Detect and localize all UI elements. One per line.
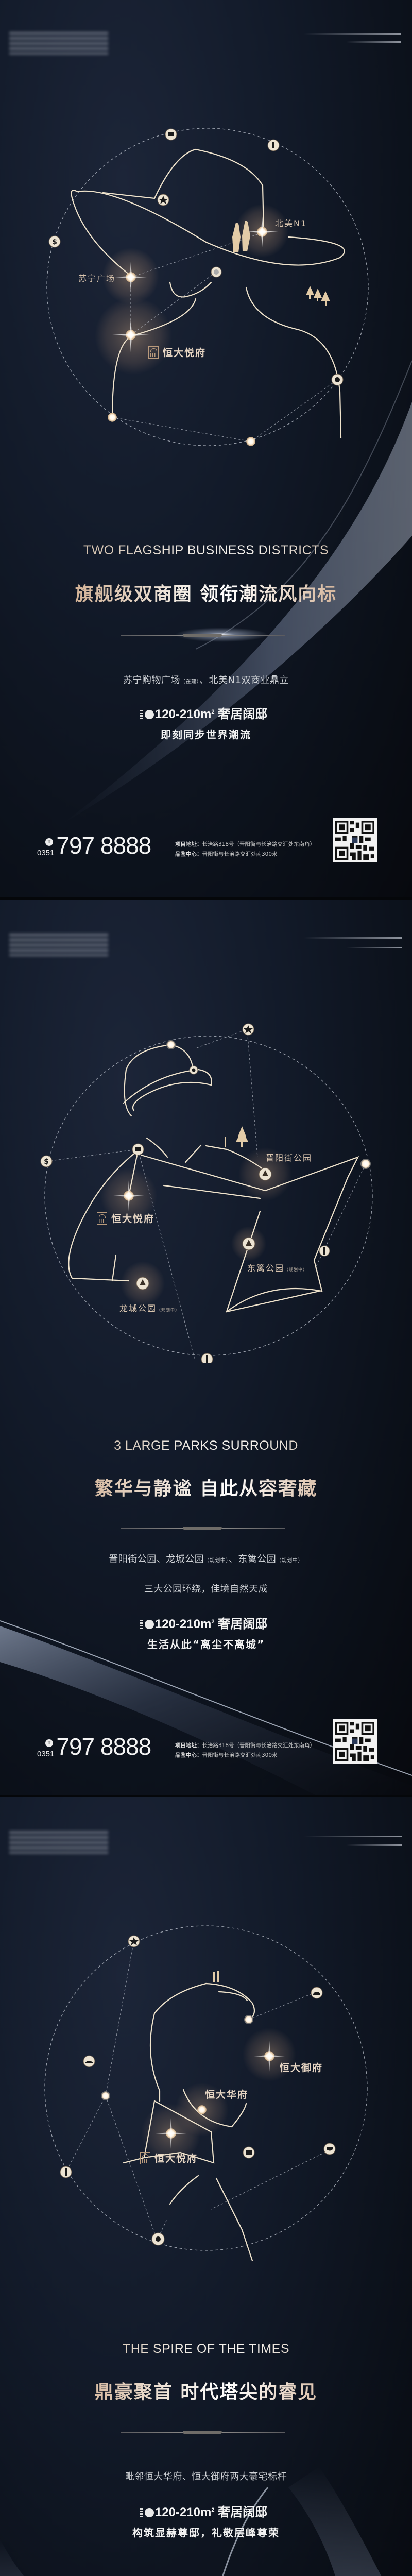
subtitle: 晋阳街公园、龙城公园（规划中）、东篱公园（规划中）: [109, 1554, 303, 1565]
poster-business-districts: $ 北美N1 苏宁广场 恒大悦府 TWO FLAGSHIP BUSINESS D…: [0, 0, 412, 897]
map-label-dongli-park: 东篱公园（规划中）: [247, 1263, 308, 1273]
map-label-jinyang-park: 晋阳街公园: [266, 1153, 313, 1163]
address-block: 项目地址：长治路318号（晋阳街与长治路交汇处东南角） 品鉴中心：晋阳街与长治路…: [175, 1742, 316, 1758]
divider: [121, 2431, 285, 2434]
map-label-north-america-n1: 北美N1: [275, 218, 307, 228]
constellation-map-hat: $: [46, 128, 369, 446]
english-title: THE SPIRE OF THE TIMES: [0, 2342, 412, 2357]
blurred-logo: [9, 32, 108, 55]
decor-line: [346, 1844, 402, 1846]
subtitle: 苏宁购物广场（在建）、北美N1双商业鼎立: [123, 675, 289, 686]
building-icon: [148, 346, 159, 359]
qr-code[interactable]: [333, 818, 377, 862]
chinese-headline: 旗舰级双商圈 领衔潮流风向标: [0, 579, 412, 606]
svg-text:$: $: [44, 1158, 49, 1166]
poster-spire: 恒大御府 恒大华府 恒大悦府 THE SPIRE OF THE TIMES 鼎豪…: [0, 1795, 412, 2576]
badge-icon: [140, 710, 154, 719]
qr-code-icon: [335, 821, 374, 860]
map-label-yufu: 恒大御府: [280, 2062, 323, 2074]
poster-parks: $ 晋阳街公园 恒大悦府 东篱公园（规划中） 龙城公园（规划中） 3 LARGE…: [0, 897, 412, 1795]
telephone-icon: T: [45, 1739, 53, 1747]
slogan: 即刻同步世界潮流: [161, 728, 251, 741]
decor-line: [346, 41, 401, 43]
constellation-map-reader: $: [40, 1023, 373, 1363]
chinese-headline: 鼎豪聚首 时代塔尖的睿见: [0, 2377, 412, 2404]
map-label-huafu: 恒大华府: [205, 2089, 249, 2100]
trees-icon: [306, 286, 330, 306]
english-title: TWO FLAGSHIP BUSINESS DISTRICTS: [0, 543, 412, 558]
slogan: 生活从此“离尘不离城”: [147, 1638, 265, 1651]
constellation-map-profile: [44, 1925, 368, 2261]
svg-text:$: $: [52, 238, 57, 246]
unit-size: 120-210m2 奢居阔邸: [0, 704, 412, 722]
decor-line: [346, 947, 402, 948]
building-icon: [97, 1212, 107, 1225]
map-label-longcheng-park: 龙城公园（规划中）: [119, 1303, 180, 1313]
tree-icon: [225, 1126, 248, 1147]
chinese-headline: 繁华与静谧 自此从容奢藏: [0, 1473, 412, 1500]
decor-line: [304, 1836, 402, 1837]
qr-code-icon: [335, 1722, 374, 1761]
divider: [121, 634, 285, 637]
decor-line: [304, 33, 401, 35]
couple-icon: [232, 221, 250, 252]
qr-code[interactable]: [333, 1719, 377, 1764]
blurred-logo: [9, 1831, 108, 1854]
divider: [121, 1527, 285, 1530]
slogan: 构筑显赫尊邸，礼敬层峰尊荣: [132, 2527, 280, 2539]
unit-size: 120-210m2 奢居阔邸: [0, 2502, 412, 2520]
decor-line: [304, 937, 402, 939]
english-title: 3 LARGE PARKS SURROUND: [0, 1438, 412, 1453]
map-label-project: 恒大悦府: [140, 2151, 198, 2165]
subtitle: 毗邻恒大华府、恒大御府两大豪宅标杆: [125, 2471, 287, 2482]
address-block: 项目地址：长治路318号（晋阳街与长治路交汇处东南角） 品鉴中心：晋阳街与长治路…: [175, 841, 316, 857]
telephone-icon: T: [45, 838, 53, 846]
building-icon: [140, 2152, 150, 2164]
blurred-logo: [9, 934, 108, 956]
unit-size: 120-210m2 奢居阔邸: [0, 1614, 412, 1632]
subtitle-line-2: 三大公园环绕，佳境自然天成: [144, 1584, 268, 1595]
badge-icon: [140, 2508, 154, 2517]
map-label-project: 恒大悦府: [148, 345, 206, 359]
badge-icon: [140, 1620, 154, 1629]
couple-icon: [213, 1971, 219, 1982]
map-label-project: 恒大悦府: [97, 1211, 154, 1225]
map-label-suning-plaza: 苏宁广场: [78, 274, 116, 283]
